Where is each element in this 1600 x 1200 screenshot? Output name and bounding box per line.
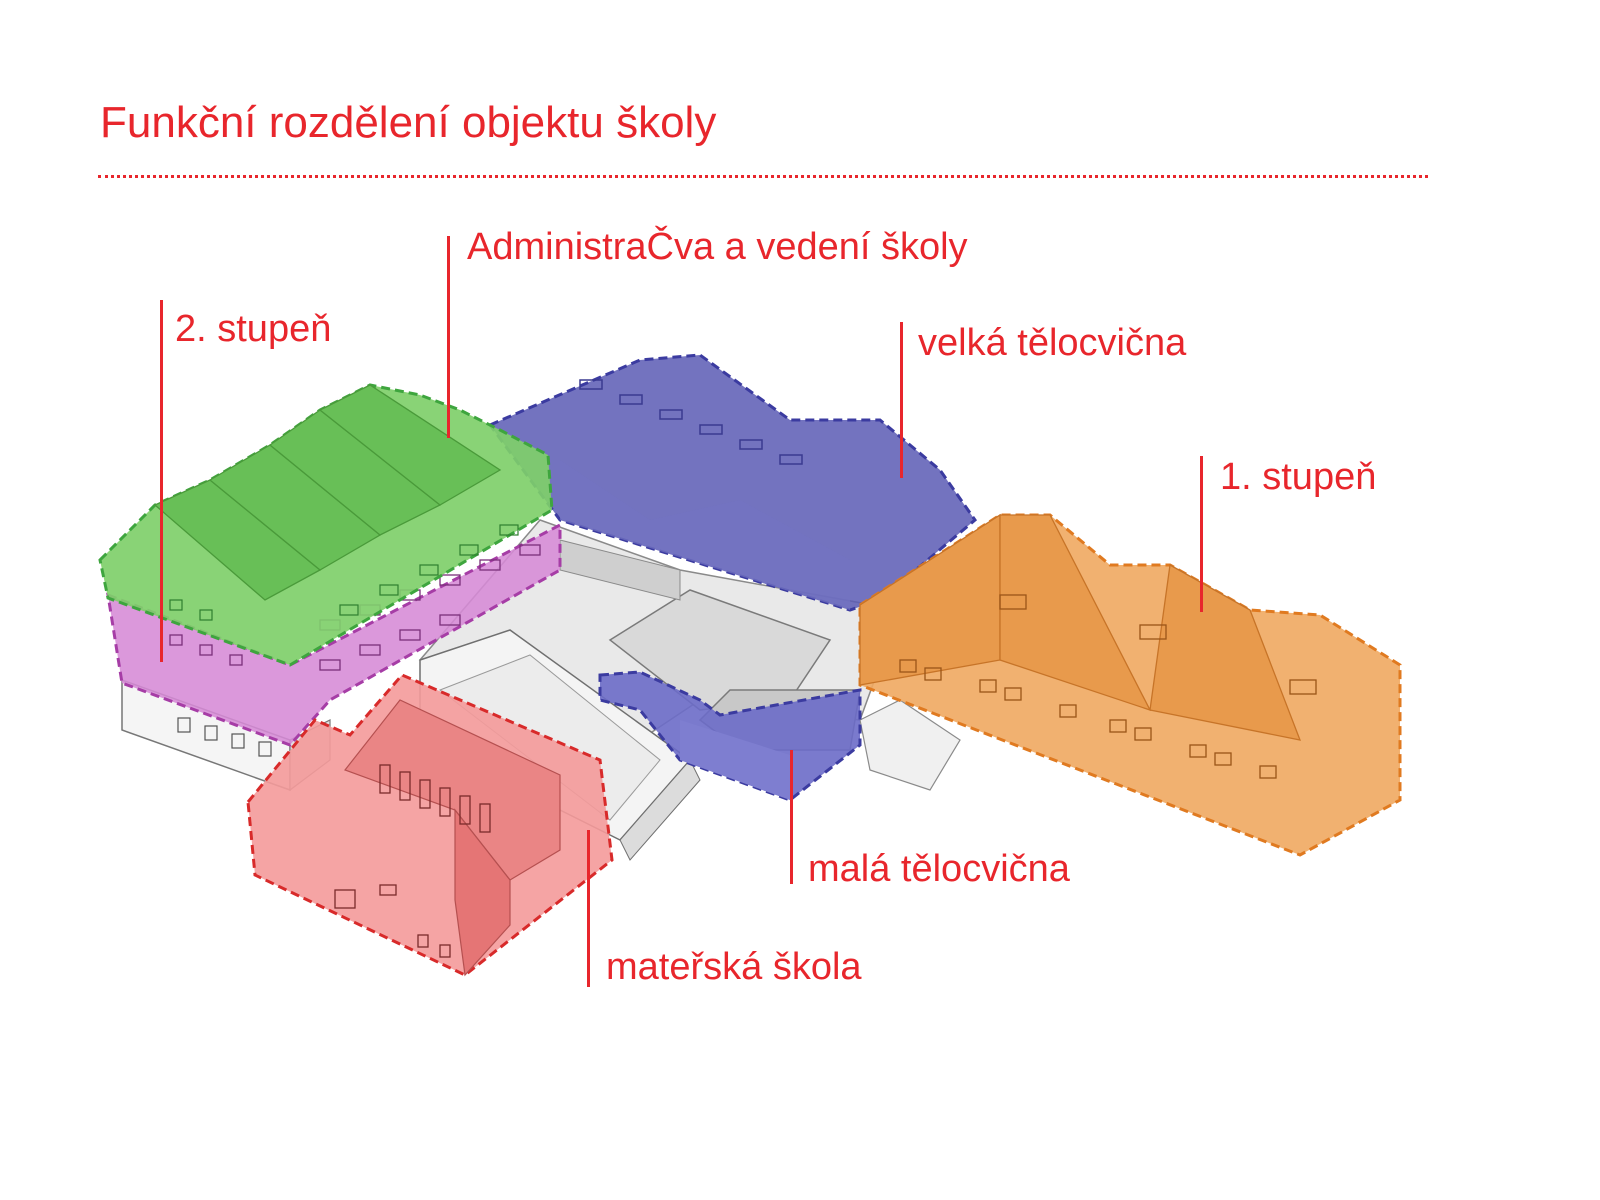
leader-line-stupen2 — [160, 300, 163, 662]
velka-telocvicna-block — [487, 353, 978, 612]
page-title: Funkční rozdělení objektu školy — [100, 98, 717, 147]
label-administrace: AdministraČva a vedení školy — [467, 226, 968, 268]
stupen1-block — [858, 513, 1402, 857]
label-stupen2: 2. stupeň — [175, 308, 332, 350]
leader-line-stupen1 — [1200, 456, 1203, 612]
leader-line-mala-telocvicna — [790, 750, 793, 884]
label-mala-telocvicna: malá tělocvična — [808, 848, 1070, 890]
label-velka-telocvicna: velká tělocvična — [918, 322, 1187, 364]
title-divider — [98, 175, 1428, 178]
administrace-block — [98, 383, 554, 667]
materska-skola-block — [246, 673, 614, 977]
label-stupen1: 1. stupeň — [1220, 456, 1377, 498]
leader-line-materska-skola — [587, 830, 590, 987]
mala-telocvicna-block — [598, 670, 862, 802]
leader-line-administrace — [447, 236, 450, 438]
leader-line-velka-telocvicna — [900, 322, 903, 478]
label-materska-skola: mateřská škola — [606, 946, 862, 988]
